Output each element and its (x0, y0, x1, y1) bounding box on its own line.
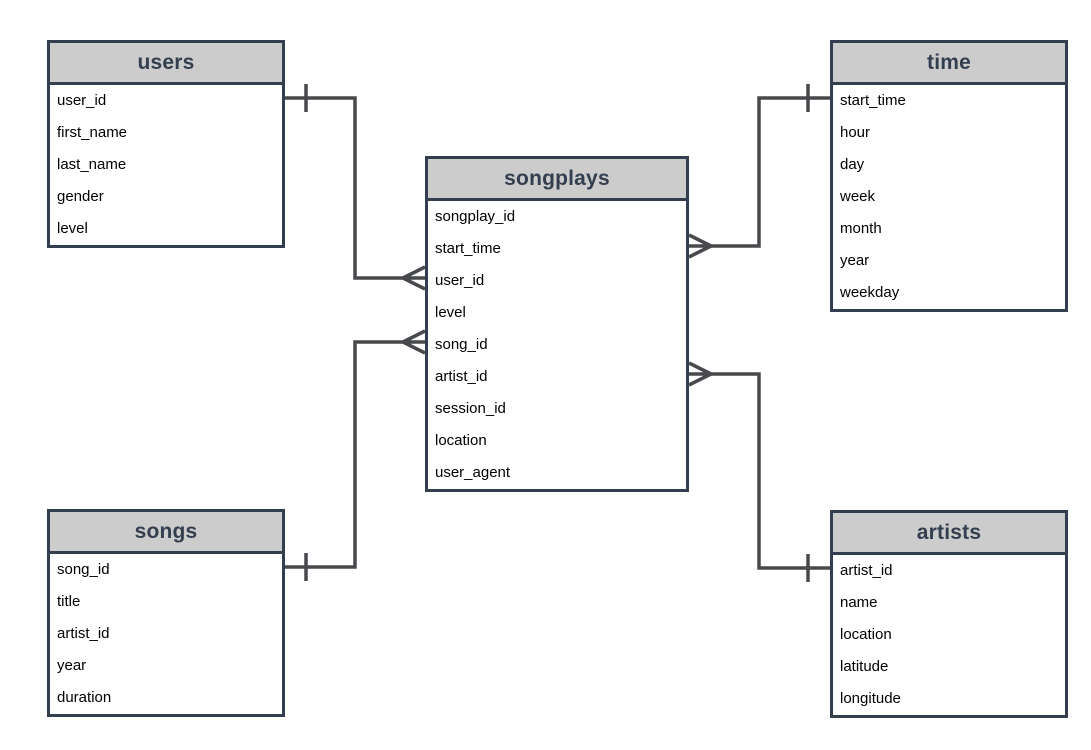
crows-foot-many-icon (688, 233, 712, 259)
field-artists-latitude: latitude (840, 658, 889, 675)
field-time-hour: hour (840, 124, 871, 141)
table-time-title: time (927, 50, 971, 74)
table-time-header: time (833, 43, 1065, 85)
field-artists-location: location (840, 626, 892, 643)
field-time-day: day (840, 156, 865, 173)
field-songplays-level: level (435, 304, 466, 321)
field-users-gender: gender (57, 188, 104, 205)
field-time-year: year (840, 252, 870, 269)
field-users-first_name: first_name (57, 124, 128, 141)
connector-users-songplays (285, 84, 426, 291)
field-songplays-session_id: session_id (435, 400, 506, 417)
connector-line (285, 340, 403, 569)
table-users: users user_id first_name last_name gende… (47, 40, 285, 248)
field-time-start_time: start_time (840, 92, 906, 109)
field-songs-duration: duration (57, 689, 112, 706)
table-users-header: users (50, 43, 282, 85)
field-songplays-location: location (435, 432, 487, 449)
table-songs-header: songs (50, 512, 282, 554)
table-time: time start_time hour day week month year… (830, 40, 1068, 312)
table-songplays-title: songplays (504, 166, 610, 190)
table-artists-title: artists (916, 520, 982, 544)
table-songs-title: songs (134, 519, 198, 543)
field-songplays-songplay_id: songplay_id (435, 208, 516, 225)
field-time-weekday: weekday (840, 284, 900, 301)
field-users-level: level (57, 220, 88, 237)
field-songs-title: title (57, 593, 81, 610)
field-users-last_name: last_name (57, 156, 127, 173)
field-songplays-artist_id: artist_id (435, 368, 488, 385)
table-songplays: songplays songplay_id start_time user_id… (425, 156, 689, 492)
field-songs-song_id: song_id (57, 561, 110, 578)
crows-foot-many-icon (402, 329, 426, 355)
connector-songplays-time (688, 84, 830, 259)
table-songplays-header: songplays (428, 159, 686, 201)
crows-foot-many-icon (402, 265, 426, 291)
table-users-title: users (137, 50, 195, 74)
field-songs-year: year (57, 657, 87, 674)
field-time-week: week (840, 188, 876, 205)
connector-line (711, 96, 830, 248)
table-artists-header: artists (833, 513, 1065, 555)
field-time-month: month (840, 220, 882, 237)
field-artists-artist_id: artist_id (840, 562, 893, 579)
field-songplays-song_id: song_id (435, 336, 488, 353)
table-songs: songs song_id title artist_id year durat… (47, 509, 285, 717)
table-artists: artists artist_id name location latitude… (830, 510, 1068, 718)
field-artists-longitude: longitude (840, 690, 901, 707)
connector-songplays-artists (688, 361, 830, 582)
field-songplays-start_time: start_time (435, 240, 501, 257)
connector-line (285, 96, 403, 280)
connector-songs-songplays (285, 329, 426, 581)
field-songplays-user_agent: user_agent (435, 464, 511, 481)
field-artists-name: name (840, 594, 878, 611)
field-users-user_id: user_id (57, 92, 107, 109)
field-songs-artist_id: artist_id (57, 625, 110, 642)
crows-foot-many-icon (688, 361, 712, 387)
connector-line (711, 372, 830, 570)
field-songplays-user_id: user_id (435, 272, 485, 289)
